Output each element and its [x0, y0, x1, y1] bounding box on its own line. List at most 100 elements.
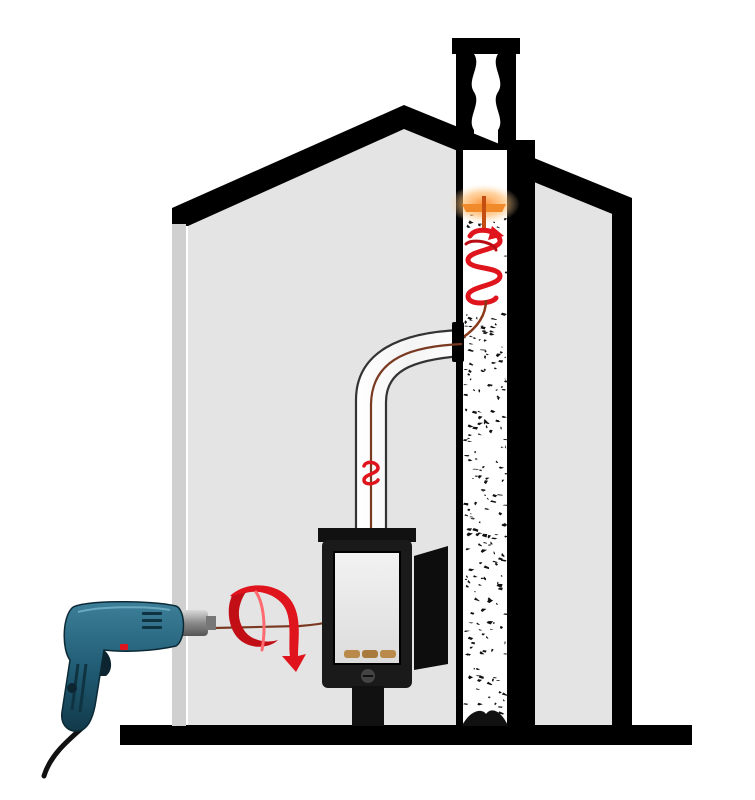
- chimney-cap: [452, 38, 520, 54]
- soot-particle: [475, 688, 480, 690]
- soot-particle: [468, 675, 474, 680]
- soot-particle: [483, 368, 487, 372]
- soot-particle: [467, 424, 474, 428]
- soot-particle: [473, 575, 478, 578]
- soot-particle: [467, 440, 473, 442]
- ground-slab: [120, 725, 692, 745]
- soot-particle: [463, 325, 470, 327]
- soot-particle: [464, 514, 468, 517]
- soot-particle: [473, 591, 476, 593]
- soot-particle: [474, 458, 478, 460]
- soot-particle: [495, 460, 499, 464]
- drill-body: [61, 600, 185, 732]
- power-drill: [41, 600, 216, 779]
- soot-pile: [462, 710, 508, 726]
- soot-particle: [496, 583, 503, 588]
- soot-particle: [485, 635, 489, 639]
- soot-particle: [492, 493, 498, 498]
- soot-particle: [466, 532, 473, 537]
- soot-particle: [499, 350, 504, 354]
- soot-particle: [469, 646, 474, 649]
- soot-particle: [476, 622, 480, 626]
- soot-particle: [496, 494, 503, 496]
- soot-particle: [481, 533, 488, 538]
- soot-particle: [490, 385, 493, 387]
- soot-particle: [477, 679, 483, 683]
- soot-particle: [483, 339, 487, 342]
- wood-stove: [318, 528, 448, 726]
- soot-particle: [501, 346, 503, 348]
- soot-particle: [488, 696, 491, 699]
- soot-particle: [477, 433, 482, 436]
- soot-particle: [485, 424, 488, 429]
- soot-particle: [487, 384, 493, 387]
- soot-particle: [465, 653, 472, 656]
- soot-particle: [470, 518, 475, 520]
- soot-particle: [490, 317, 497, 320]
- soot-particle: [496, 679, 501, 682]
- soot-particle: [486, 681, 493, 686]
- soot-particle: [487, 544, 492, 546]
- right-wall: [612, 210, 632, 728]
- soot-particle: [504, 535, 509, 538]
- soot-particle: [464, 320, 468, 325]
- soot-particle: [503, 613, 510, 616]
- soot-particle: [500, 312, 507, 316]
- soot-particle: [466, 224, 471, 228]
- soot-particle: [477, 543, 483, 547]
- soot-particle: [480, 549, 488, 553]
- soot-particle: [480, 369, 486, 373]
- soot-particle: [504, 378, 507, 380]
- soot-particle: [501, 692, 509, 696]
- soot-particle: [478, 389, 481, 393]
- soot-particle: [472, 468, 479, 470]
- soot-particle: [480, 577, 485, 580]
- stove-log: [362, 650, 378, 658]
- soot-particle: [467, 636, 474, 640]
- soot-particle: [465, 548, 471, 551]
- soot-particle: [502, 504, 509, 506]
- soot-particle: [504, 444, 507, 449]
- soot-particle: [475, 533, 480, 537]
- soot-particle: [478, 629, 483, 631]
- soot-particle: [501, 479, 505, 483]
- soot-particle: [472, 426, 479, 430]
- drill-chuck: [178, 610, 208, 636]
- soot-particle: [463, 454, 470, 457]
- soot-particle: [467, 434, 472, 437]
- soot-particle: [498, 711, 504, 715]
- soot-particle: [476, 316, 478, 320]
- soot-particle: [499, 353, 501, 356]
- soot-particle: [494, 534, 499, 536]
- soot-particle: [489, 628, 494, 630]
- soot-particle: [501, 388, 506, 391]
- roof: [172, 105, 632, 226]
- soot-particle: [484, 355, 487, 360]
- soot-particle: [478, 223, 481, 227]
- stove-top: [318, 528, 416, 542]
- soot-particle: [477, 410, 482, 413]
- soot-particle: [477, 415, 483, 420]
- soot-particle: [489, 330, 495, 333]
- stove-leg: [352, 686, 384, 726]
- soot-particle: [491, 648, 494, 653]
- soot-particle: [481, 633, 486, 636]
- soot-particle: [488, 429, 493, 434]
- soot-particle: [482, 488, 484, 493]
- soot-particle: [495, 389, 499, 391]
- soot-particle: [477, 702, 483, 706]
- soot-particle: [491, 678, 495, 682]
- soot-particle: [477, 532, 483, 534]
- soot-particle: [474, 597, 480, 602]
- left-wall: [172, 224, 186, 726]
- soot-particle: [484, 508, 490, 510]
- soot-particle: [468, 362, 474, 366]
- soot-particle: [467, 316, 473, 320]
- soot-particle: [471, 477, 475, 479]
- soot-particle: [465, 584, 470, 588]
- soot-particle: [498, 360, 504, 363]
- stove-log: [344, 650, 360, 658]
- soot-particle: [467, 437, 471, 439]
- soot-particle: [466, 528, 473, 532]
